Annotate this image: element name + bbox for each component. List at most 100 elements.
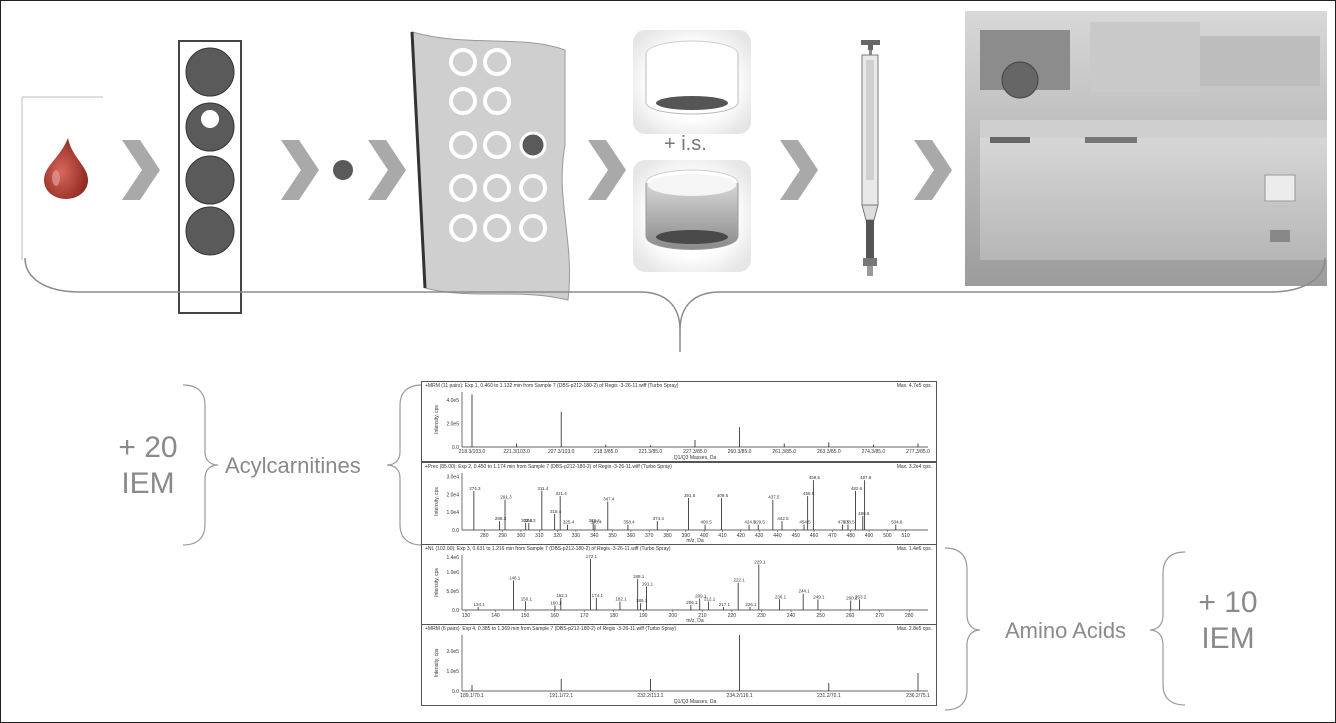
x-tick-label: 160 (550, 613, 559, 619)
peak-label: 209.1 (695, 594, 707, 599)
x-tick-label: 420 (737, 533, 746, 539)
x-tick-label: 227.3/85.0 (683, 449, 707, 455)
x-tick-label: 221.3/103.0 (503, 449, 530, 455)
peak-label: 318.4 (550, 509, 562, 514)
amino-acid-iem-count: + 10 IEM (1188, 585, 1268, 657)
peak-label: 400.5 (700, 520, 712, 525)
peak-label: 291.3 (500, 495, 512, 500)
x-tick-label: 300 (517, 533, 526, 539)
x-tick-label: 310 (535, 533, 544, 539)
peak-label: 478.5 (843, 520, 855, 525)
x-axis-label: m/z, Da (686, 538, 703, 544)
x-tick-label: 220 (728, 613, 737, 619)
blood-drop-icon (44, 138, 88, 199)
peak-label: 182.1 (615, 597, 627, 602)
x-tick-label: 150 (521, 613, 530, 619)
spectrum-title: +MRM (6 pairs): Exp 4, 0.385 to 1.369 mi… (425, 626, 676, 632)
peak-label: 358.4 (623, 520, 635, 525)
peak-label: 475.5 (838, 520, 850, 525)
spectrum-max: Max. 2.8e5 cps. (896, 626, 932, 632)
x-tick-label: 221.3/85.0 (639, 449, 663, 455)
drop-bracket-line (21, 96, 103, 260)
spectrum-max: Max. 4.7e5 cps. (896, 383, 932, 389)
right-unit: IEM (1201, 622, 1255, 655)
x-tick-label: 191.1/72.1 (549, 693, 573, 699)
x-tick-label: 440 (773, 533, 782, 539)
peak-label: 504.6 (891, 520, 903, 525)
x-tick-label: 277.3/85.0 (906, 449, 930, 455)
peak-label: 409.5 (717, 493, 729, 498)
x-tick-label: 230 (757, 613, 766, 619)
spectrum-title: +NL (102.00): Exp 3, 0.631 to 1.216 min … (425, 546, 671, 552)
y-tick-label: 4.0e5 (446, 398, 459, 404)
peak-label: 482.6 (851, 486, 863, 491)
peak-label: 244.1 (799, 589, 811, 594)
x-tick-label: 240 (787, 613, 796, 619)
peak-label: 191.1 (642, 581, 654, 586)
chevron-right-icon (588, 140, 626, 200)
spectrum-max: Max. 1.4e6 cps. (896, 546, 932, 552)
syringe-icon (861, 40, 880, 276)
spectrum-title: +MRM (11 pairs): Exp 1, 0.460 to 1.132 m… (425, 383, 679, 389)
peak-label: 347.4 (603, 497, 615, 502)
x-tick-label: 274.3/85.0 (862, 449, 886, 455)
peak-label: 134.1 (473, 602, 485, 607)
peak-label: 212.1 (704, 597, 716, 602)
x-tick-label: 510 (902, 533, 911, 539)
peak-label: 454.5 (799, 520, 811, 525)
left-unit: IEM (121, 467, 175, 500)
y-tick-label: 3.0e4 (446, 475, 459, 481)
acylcarnitines-label: Acylcarnitines (225, 453, 361, 478)
well-plate-icon (410, 31, 571, 301)
peak-label: 302.6 (521, 518, 533, 523)
y-tick-label: 5.0e5 (446, 589, 459, 595)
x-tick-label: 450 (792, 533, 801, 539)
peak-label: 236.1 (775, 594, 787, 599)
x-tick-label: 250 (816, 613, 825, 619)
peak-label: 487.6 (860, 475, 872, 480)
x-tick-label: 227.3/103.0 (548, 449, 575, 455)
spectrum-panel-3: +NL (102.00): Exp 3, 0.631 to 1.216 min … (421, 544, 937, 625)
x-tick-label: 390 (682, 533, 691, 539)
x-tick-label: 350 (608, 533, 617, 539)
x-tick-label: 380 (663, 533, 672, 539)
x-tick-label: 236.2/75.1 (906, 693, 930, 699)
peak-label: 226.1 (745, 602, 757, 607)
x-tick-label: 200 (669, 613, 678, 619)
chevron-right-icon (780, 140, 818, 200)
peak-label: 459.6 (809, 475, 821, 480)
x-tick-label: 189.1/70.1 (460, 693, 484, 699)
x-tick-label: 261.3/85.0 (772, 449, 796, 455)
x-tick-label: 270 (876, 613, 885, 619)
acylcarnitine-iem-count: + 20 IEM (108, 430, 188, 502)
peak-label: 174.1 (592, 593, 604, 598)
dried-blood-spot-card-icon (178, 40, 242, 314)
peak-label: 189.1 (636, 598, 648, 603)
y-tick-label: 1.0e5 (446, 669, 459, 675)
x-tick-label: 410 (718, 533, 727, 539)
x-axis-label: m/z, Da (686, 618, 703, 624)
y-axis-label: Intensity, cps (434, 648, 440, 677)
punched-disk-icon (333, 160, 353, 180)
y-tick-label: 2.0e4 (446, 492, 459, 498)
x-tick-label: 400 (700, 533, 709, 539)
peak-label: 229.1 (754, 559, 766, 564)
x-tick-label: 480 (847, 533, 856, 539)
x-tick-label: 320 (553, 533, 562, 539)
x-tick-label: 260 (846, 613, 855, 619)
x-tick-label: 140 (491, 613, 500, 619)
peak-label: 162.1 (556, 593, 568, 598)
amino-acids-label: Amino Acids (1005, 618, 1127, 643)
y-axis-label: Intensity, cps (434, 568, 440, 597)
peak-label: 150.1 (521, 596, 533, 601)
peak-label: 429.5 (754, 520, 766, 525)
x-tick-label: 500 (883, 533, 892, 539)
chevron-right-icon (122, 140, 160, 200)
spectrum-panel-4: +MRM (6 pairs): Exp 4, 0.385 to 1.369 mi… (421, 624, 937, 706)
peak-label: 486.6 (858, 511, 870, 516)
peak-label: 188.1 (633, 574, 645, 579)
spectrum-max: Max. 3.2e4 cps. (896, 464, 932, 470)
x-tick-label: 190 (639, 613, 648, 619)
